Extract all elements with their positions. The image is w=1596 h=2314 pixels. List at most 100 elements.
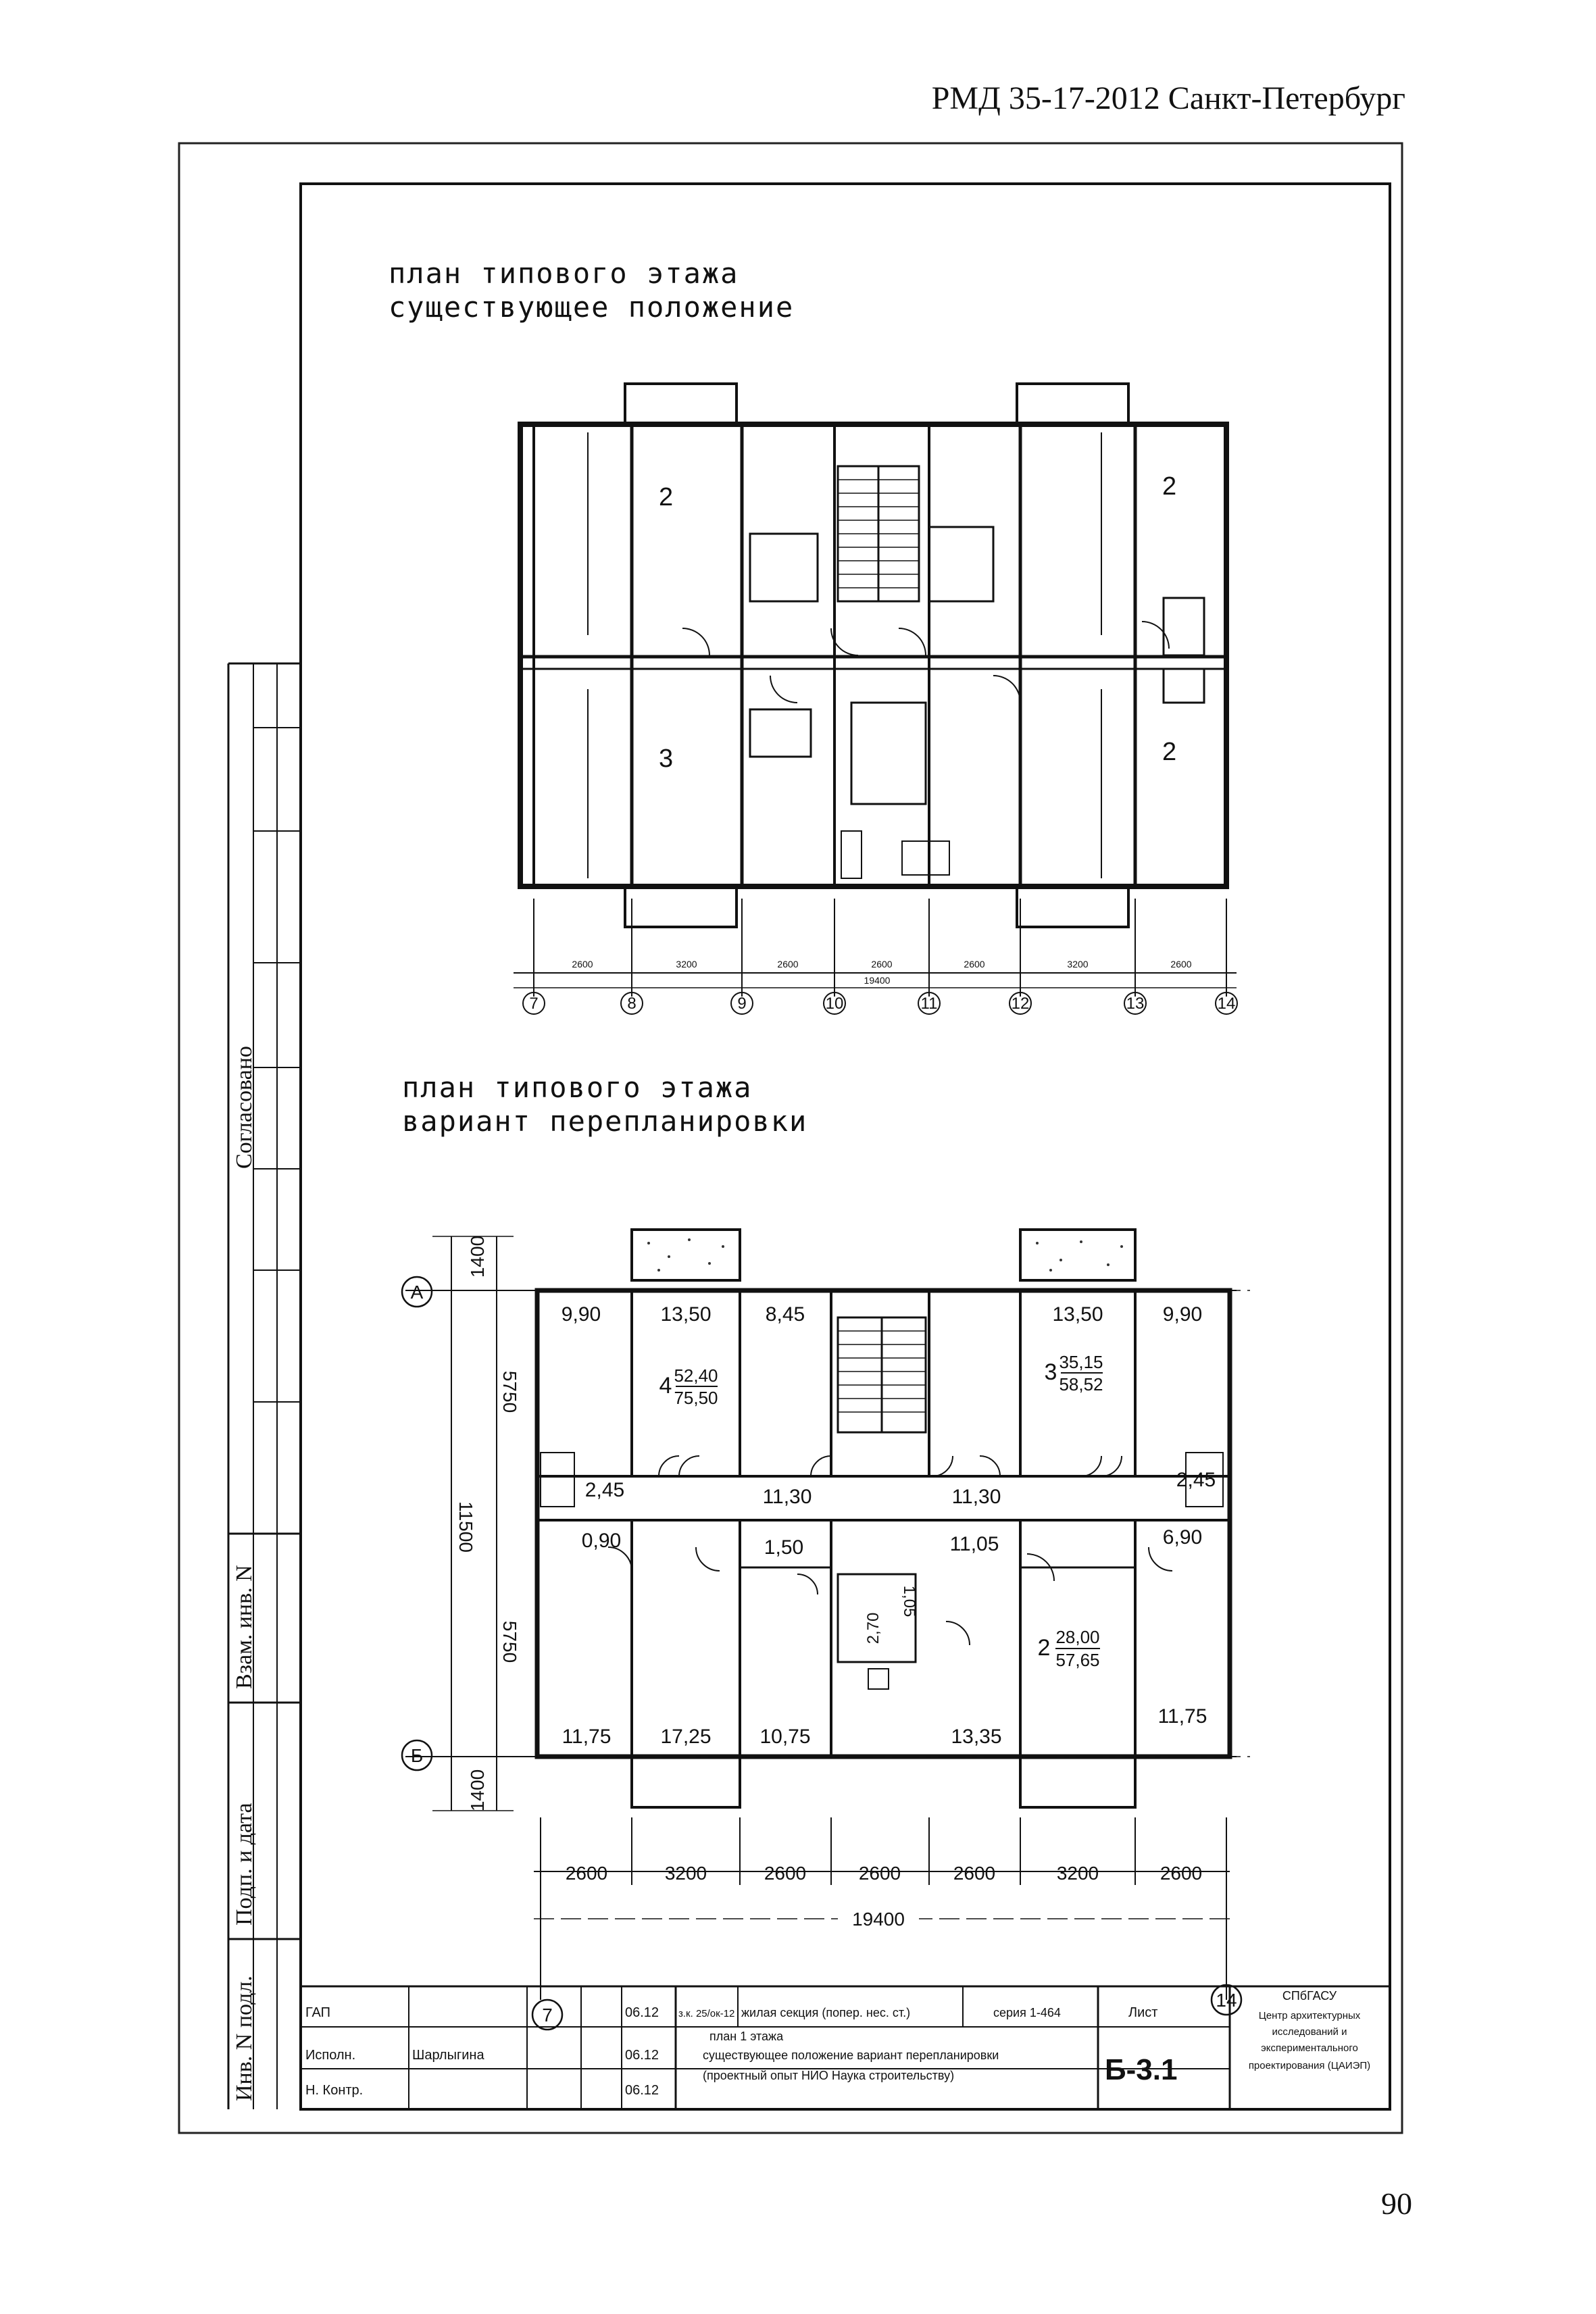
plan-existing-labels: 2 3 2 2: [659, 472, 1176, 773]
axis-e-14: 14: [1218, 995, 1236, 1013]
dim-e-4: 2600: [871, 959, 892, 970]
area-bot-5: 11,75: [1158, 1705, 1207, 1728]
axis-e-9: 9: [737, 995, 746, 1013]
dim-e-6: 3200: [1067, 959, 1088, 970]
area-top-4: 13,50: [1052, 1303, 1103, 1326]
room-count-3: 2: [1162, 472, 1176, 501]
dim-v-6: 3200: [1057, 1863, 1099, 1884]
tb-org-5: проектирования (ЦАИЭП): [1249, 2060, 1370, 2071]
area-bot-1: 11,75: [562, 1726, 612, 1748]
dim-v-5: 2600: [953, 1863, 995, 1884]
dim-e-7: 2600: [1170, 959, 1191, 970]
apt2-total: 57,65: [1055, 1650, 1099, 1670]
dim-left-top: 5750: [499, 1371, 520, 1413]
side-stamp: Согласовано Взам. инв. N Подп. и дата Ин…: [227, 662, 301, 2109]
axis-b: Б: [411, 1745, 423, 1766]
area-bot-4: 13,35: [951, 1726, 1001, 1748]
area-top-1: 9,90: [562, 1303, 601, 1326]
tb-sheet-label: Лист: [1128, 2005, 1157, 2020]
area-top-3: 8,45: [766, 1303, 805, 1326]
stamp-agreed: Согласовано: [232, 1046, 257, 1169]
dim-v-4: 2600: [859, 1863, 901, 1884]
axis-e-13: 13: [1126, 995, 1145, 1013]
tb-desc-1: план 1 этажа: [709, 2030, 784, 2043]
area-bot-3: 10,75: [759, 1726, 810, 1748]
stamp-podp-data: Подп. и дата: [232, 1803, 257, 1926]
page-number: 90: [1381, 2186, 1412, 2221]
dim-v-1: 2600: [566, 1863, 607, 1884]
tb-sheet: Б-3.1: [1105, 2053, 1177, 2086]
stamp-vzam: Взам. инв. N: [232, 1565, 257, 1689]
loggia-hatching: [647, 1238, 1123, 1272]
room-count-2: 3: [659, 745, 673, 773]
area-corr-2: 11,30: [763, 1486, 812, 1508]
title-block-text: ГАП Исполн. Шарлыгина Н. Контр. 06.12 06…: [305, 1989, 1370, 2098]
apt2-living: 28,00: [1055, 1627, 1099, 1647]
tb-date2: 06.12: [625, 2048, 659, 2063]
apt4-total: 75,50: [674, 1388, 718, 1408]
stamp-inv-podl: Инв. N подл.: [232, 1976, 257, 2101]
area-bath-2: 1,05: [900, 1586, 918, 1617]
tb-ispoln: Исполн.: [305, 2048, 355, 2063]
area-mid-4: 6,90: [1163, 1526, 1202, 1549]
dim-v-3: 2600: [764, 1863, 806, 1884]
dim-v-total: 19400: [852, 1909, 905, 1930]
dim-e-3: 2600: [777, 959, 798, 970]
outer-frame: [178, 142, 1403, 2134]
tb-order: з.к. 25/ок-12: [678, 2008, 734, 2019]
dim-e-2: 3200: [676, 959, 697, 970]
tb-date3: 06.12: [625, 2083, 659, 2098]
axis-e-11: 11: [921, 995, 938, 1013]
axis-e-7: 7: [529, 995, 538, 1013]
caption-existing-line2: существующее положение: [389, 291, 795, 324]
tb-org-1: СПбГАСУ: [1282, 1989, 1337, 2003]
apt3-num: 3: [1045, 1359, 1057, 1385]
room-count-4: 2: [1162, 738, 1176, 766]
tb-nkontr: Н. Контр.: [305, 2083, 363, 2098]
apt3-living: 35,15: [1059, 1352, 1103, 1372]
area-corr-4: 2,45: [1176, 1469, 1216, 1491]
axis-a: А: [411, 1282, 424, 1303]
tb-org-2: Центр архитектурных: [1259, 2010, 1361, 2021]
plan-existing-axes: 7 8 9 10 11 12 13 14: [522, 992, 1238, 1015]
plan-variant: [405, 1228, 1250, 2000]
plan-variant-areas: 9,90 13,50 8,45 13,50 9,90 4 52,40 75,50…: [562, 1303, 1216, 1748]
apt4-num: 4: [659, 1373, 672, 1399]
caption-existing: план типового этажа существующее положен…: [389, 257, 794, 324]
dim-v-2: 3200: [665, 1863, 707, 1884]
tb-desc-3: (проектный опыт НИО Наука строительству): [703, 2069, 954, 2082]
dim-bottom: 1400: [467, 1769, 488, 1811]
tb-org-3: исследований и: [1272, 2026, 1347, 2038]
dim-v-7: 2600: [1160, 1863, 1202, 1884]
title-block: [299, 1985, 1391, 2111]
area-mid-1: 0,90: [582, 1530, 621, 1552]
tb-gap: ГАП: [305, 2005, 330, 2020]
room-count-1: 2: [659, 483, 673, 511]
plan-existing-dims: 2600 3200 2600 2600 2600 3200 2600 19400: [572, 959, 1191, 986]
caption-variant: план типового этажа вариант перепланиров…: [402, 1071, 807, 1138]
dim-e-total: 19400: [864, 975, 891, 986]
plan-variant-axes: А Б 7 14: [401, 1276, 1243, 2031]
area-mid-3: 11,05: [950, 1533, 999, 1555]
axis-e-8: 8: [627, 995, 636, 1013]
dim-left-bottom: 5750: [499, 1621, 520, 1663]
area-top-5: 9,90: [1163, 1303, 1202, 1326]
dim-e-1: 2600: [572, 959, 593, 970]
dim-top: 1400: [467, 1236, 488, 1278]
apt3-total: 58,52: [1059, 1374, 1103, 1394]
caption-variant-line2: вариант перепланировки: [402, 1105, 808, 1138]
tb-object: жилая секция (попер. нес. ст.): [741, 2006, 910, 2019]
document-header: РМД 35-17-2012 Санкт-Петербург: [931, 80, 1405, 116]
axis-e-10: 10: [826, 995, 844, 1013]
area-mid-2: 1,50: [764, 1536, 803, 1559]
caption-existing-line1: план типового этажа: [389, 257, 739, 290]
tb-name: Шарлыгина: [412, 2048, 484, 2063]
axis-e-12: 12: [1012, 995, 1030, 1013]
area-bath-1: 2,70: [864, 1613, 882, 1644]
plan-variant-dims: 1400 11500 5750 5750 1400 2600 3200 2600…: [455, 1236, 1202, 1930]
area-corr-1: 2,45: [585, 1479, 624, 1501]
caption-variant-line1: план типового этажа: [402, 1071, 753, 1104]
area-corr-3: 11,30: [952, 1486, 1001, 1508]
tb-desc-2: существующее положение вариант переплани…: [703, 2048, 999, 2062]
